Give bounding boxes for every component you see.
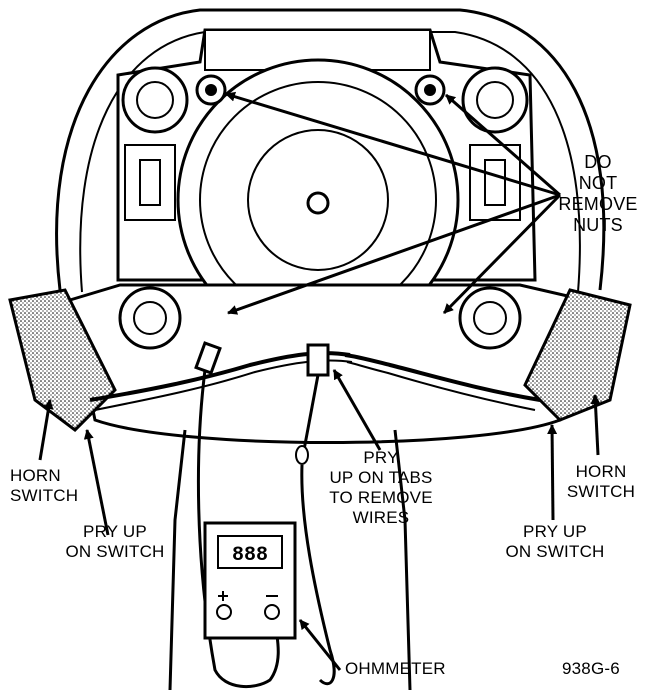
connector-center [306,343,330,377]
label-pry-up-on-switch-right: PRY UP ON SWITCH [505,522,605,561]
figure-code: 938G-6 [562,659,620,678]
nut-upper-left [195,74,227,106]
leader-horn-switch-right [590,394,601,456]
label-pry-up-on-switch-left: PRY UP ON SWITCH [65,522,165,561]
label-horn-switch-left: HORN SWITCH [10,466,79,505]
label-pry-up-on-tabs: PRY UP ON TABS TO REMOVE WIRES [329,448,433,527]
wire-harness-right [344,353,541,402]
meter-display: 888 [232,544,268,567]
leader-pry-up-right [547,424,558,521]
steering-wheel-rim [55,8,606,291]
label-do-not-remove-nuts: DO NOT REMOVE NUTS [558,152,638,235]
inflator-bolt [306,191,330,215]
probe-lead-left [196,369,280,689]
horn-switch-right-shape [523,288,632,422]
leader-pry-up-left [83,429,110,536]
steering-column [168,429,412,691]
ohmmeter-device [203,521,297,640]
label-horn-switch-right: HORN SWITCH [566,462,636,501]
leader-do-not-remove-nuts [225,91,562,315]
probe-lead-right [300,464,336,686]
leader-pry-up-on-tabs [332,369,382,451]
leader-horn-switch-left [38,399,54,461]
label-ohmmeter: OHMMETER [345,659,446,678]
leader-ohmmeter [298,619,342,671]
nut-upper-right [414,74,446,106]
